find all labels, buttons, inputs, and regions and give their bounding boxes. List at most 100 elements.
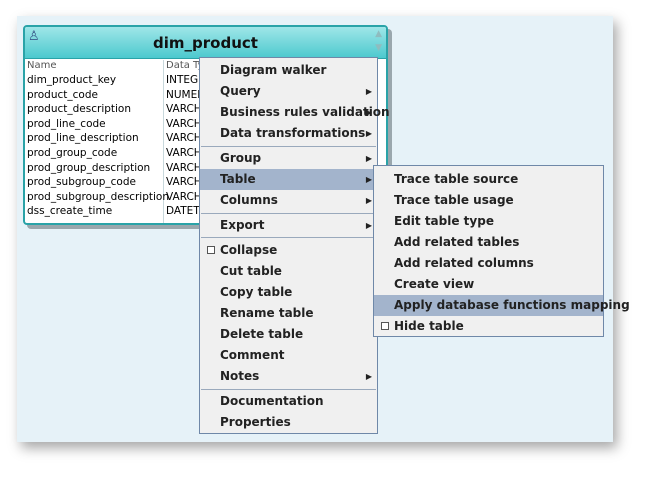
column-type: VARCH xyxy=(166,117,202,130)
menu-item-columns[interactable]: Columns ▶ xyxy=(200,190,377,211)
submenu-item-add-related-columns[interactable]: Add related columns xyxy=(374,253,603,274)
submenu-item-trace-table-usage[interactable]: Trace table usage xyxy=(374,190,603,211)
menu-item-label: Cut table xyxy=(220,264,282,278)
menu-item-diagram-walker[interactable]: Diagram walker xyxy=(200,60,377,81)
menu-item-delete-table[interactable]: Delete table xyxy=(200,324,377,345)
table-submenu: Trace table source Trace table usage Edi… xyxy=(373,165,630,337)
menu-item-label: Hide table xyxy=(394,319,464,333)
submenu-item-add-related-tables[interactable]: Add related tables xyxy=(374,232,603,253)
column-type: VARCH xyxy=(166,190,202,203)
menu-item-label: Rename table xyxy=(220,306,314,320)
column-header-type: Data Ty xyxy=(166,60,204,71)
column-header-name: Name xyxy=(27,60,57,71)
table-card-header[interactable]: ♙ dim_product ▲ ▼ xyxy=(25,27,386,59)
scroll-down-icon[interactable]: ▼ xyxy=(375,43,382,53)
column-name: prod_group_code xyxy=(27,146,118,159)
menu-item-label: Edit table type xyxy=(394,214,494,228)
menu-item-label: Trace table source xyxy=(394,172,519,186)
column-type: VARCH xyxy=(166,132,202,145)
column-type: NUMER xyxy=(166,88,205,101)
menu-separator xyxy=(201,213,376,214)
submenu-arrow-icon: ▶ xyxy=(365,87,372,96)
menu-separator xyxy=(201,146,376,147)
checkbox-icon xyxy=(207,246,215,254)
menu-item-label: Documentation xyxy=(220,394,324,408)
menu-item-label: Data transformations xyxy=(220,126,366,140)
column-name: prod_group_description xyxy=(27,161,151,174)
menu-item-table[interactable]: Table▶ xyxy=(200,169,377,190)
column-header: Name Data Ty xyxy=(25,60,386,73)
submenu-arrow-icon: ▶ xyxy=(365,372,372,381)
column-type: VARCH xyxy=(166,176,202,189)
submenu-arrow-icon: ▶ xyxy=(365,221,372,230)
submenu-item-apply-database-functions-mapping[interactable]: Apply database functions mapping xyxy=(374,295,630,316)
menu-separator xyxy=(201,389,376,390)
menu-item-label: Copy table xyxy=(220,285,293,299)
column-name: dim_product_key xyxy=(27,74,117,86)
column-name: prod_subgroup_code xyxy=(27,176,136,189)
column-divider xyxy=(163,60,164,223)
column-type: VARCH xyxy=(166,161,202,174)
submenu-item-trace-table-source[interactable]: Trace table source xyxy=(374,169,603,190)
menu-item-label: Business rules validation xyxy=(220,105,390,119)
menu-item-label: Group xyxy=(220,151,262,165)
menu-item-label: Create view xyxy=(394,277,475,291)
menu-item-copy-table[interactable]: Copy table xyxy=(200,282,377,303)
table-title: dim_product xyxy=(153,34,258,52)
menu-item-business-rules-validation[interactable]: Business rules validation▶ xyxy=(200,102,390,123)
submenu-arrow-icon: ▶ xyxy=(365,196,372,205)
submenu-item-edit-table-type[interactable]: Edit table type xyxy=(374,211,603,232)
column-name: prod_line_description xyxy=(27,132,139,145)
menu-item-notes[interactable]: Notes ▶ xyxy=(200,366,377,387)
menu-item-label: Columns xyxy=(220,193,278,207)
table-row[interactable]: prod_subgroup_code VARCH xyxy=(25,176,386,191)
checkbox-icon xyxy=(381,322,389,330)
menu-item-comment[interactable]: Comment xyxy=(200,345,377,366)
submenu-arrow-icon: ▶ xyxy=(365,154,372,163)
column-name: prod_line_code xyxy=(27,117,106,130)
submenu-item-hide-table[interactable]: Hide table xyxy=(374,316,603,337)
menu-item-label: Export xyxy=(220,218,265,232)
menu-item-label: Trace table usage xyxy=(394,193,514,207)
menu-item-cut-table[interactable]: Cut table xyxy=(200,261,377,282)
column-name: dss_create_time xyxy=(27,205,113,218)
menu-item-label: Delete table xyxy=(220,327,304,341)
column-type: INTEGE xyxy=(166,74,205,86)
menu-item-label: Properties xyxy=(220,415,291,429)
submenu-arrow-icon: ▶ xyxy=(365,129,372,138)
context-menu: Diagram walker Query ▶ Business rules val… xyxy=(199,57,390,434)
table-row[interactable]: dim_product_key INTEGE xyxy=(25,74,386,89)
table-row[interactable]: product_description VARCH xyxy=(25,103,386,118)
submenu-item-create-view[interactable]: Create view xyxy=(374,274,603,295)
menu-item-export[interactable]: Export ▶ xyxy=(200,215,377,236)
menu-item-label: Notes xyxy=(220,369,260,383)
menu-item-label: Comment xyxy=(220,348,285,362)
menu-item-collapse[interactable]: Collapse xyxy=(200,240,377,261)
column-name: prod_subgroup_description xyxy=(27,190,170,203)
menu-item-properties[interactable]: Properties xyxy=(200,412,377,433)
column-type: VARCH xyxy=(166,103,202,116)
menu-item-query[interactable]: Query ▶ xyxy=(200,81,377,102)
menu-item-rename-table[interactable]: Rename table xyxy=(200,303,377,324)
table-row[interactable]: prod_group_description VARCH xyxy=(25,162,386,177)
menu-item-label: Diagram walker xyxy=(220,63,327,77)
menu-item-data-transformations[interactable]: Data transformations▶ xyxy=(200,123,377,144)
column-type: DATET xyxy=(166,205,200,218)
submenu-arrow-icon: ▶ xyxy=(365,108,372,117)
user-icon: ♙ xyxy=(28,29,40,44)
table-row[interactable]: prod_line_description VARCH xyxy=(25,132,386,147)
menu-item-documentation[interactable]: Documentation xyxy=(200,391,377,412)
table-row[interactable]: prod_line_code VARCH xyxy=(25,118,386,133)
menu-separator xyxy=(201,237,376,238)
menu-item-label: Apply database functions mapping xyxy=(394,298,630,312)
column-name: product_description xyxy=(27,103,132,116)
menu-item-group[interactable]: Group ▶ xyxy=(200,148,377,169)
menu-item-label: Add related columns xyxy=(394,256,534,270)
table-row[interactable]: dss_create_time DATET xyxy=(25,205,386,220)
menu-item-label: Collapse xyxy=(220,243,278,257)
scroll-up-icon[interactable]: ▲ xyxy=(375,29,382,39)
menu-item-label: Query xyxy=(220,84,261,98)
